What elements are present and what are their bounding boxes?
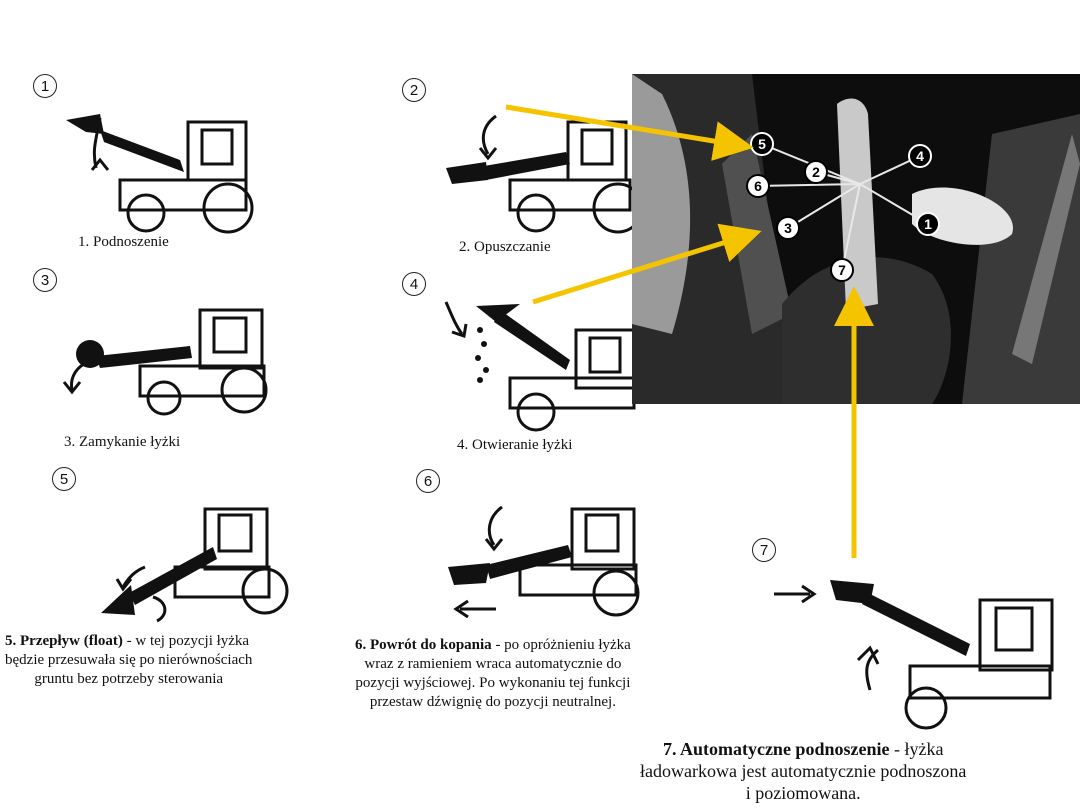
joystick-label-1: 1 — [924, 216, 932, 232]
caption-6: 6. Powrót do kopania - po opróżnieniu ły… — [355, 636, 631, 712]
step-number-7: 7 — [752, 538, 776, 562]
caption-5: 5. Przepływ (float) - w tej pozycji łyżk… — [5, 632, 252, 689]
caption-6-desc3: pozycji wyjściowej. Po wykonaniu tej fun… — [355, 675, 631, 691]
caption-7: 7. Automatyczne podnoszenie - łyżka łado… — [640, 738, 966, 804]
caption-6-title: 6. Powrót do kopania — [355, 637, 492, 653]
lift-illustration — [66, 114, 254, 234]
caption-7-desc3: i poziomowana. — [745, 783, 861, 803]
caption-4: 4. Otwieranie łyżki — [457, 437, 573, 453]
joystick-label-4: 4 — [916, 148, 924, 164]
caption-3: 3. Zamykanie łyżki — [64, 434, 181, 450]
auto-lift-illustration — [774, 580, 1054, 730]
caption-5-title: 5. Przepływ (float) — [5, 633, 123, 649]
joystick-label-5: 5 — [758, 136, 766, 152]
caption-2: 2. Opuszczanie — [459, 239, 551, 255]
caption-7-title: 7. Automatyczne podnoszenie — [662, 739, 890, 759]
step-number-4: 4 — [402, 272, 426, 296]
step-number-2: 2 — [402, 78, 426, 102]
joystick-label-2: 2 — [812, 164, 820, 180]
caption-6-desc2: wraz z ramieniem wraca automatycznie do — [364, 656, 622, 672]
caption-6-desc1: - po opróżnieniu łyżka — [491, 637, 631, 653]
step-number-5: 5 — [52, 467, 76, 491]
close-bucket-illustration — [62, 308, 268, 416]
step-number-3: 3 — [33, 268, 57, 292]
joystick-label-6: 6 — [754, 178, 762, 194]
lower-illustration — [446, 114, 644, 234]
caption-5-desc3: gruntu bez potrzeby sterowania — [34, 671, 224, 687]
step-number-6: 6 — [416, 469, 440, 493]
joystick-photo: 5 2 4 6 1 3 7 — [632, 74, 1080, 404]
joystick-label-3: 3 — [784, 220, 792, 236]
caption-5-desc2: będzie przesuwała się po nierównościach — [5, 652, 253, 668]
return-to-dig-illustration — [448, 505, 640, 619]
caption-5-desc1: - w tej pozycji łyżka — [122, 633, 250, 649]
joystick-label-7: 7 — [838, 262, 846, 278]
caption-6-desc4: przestaw dźwignię do pozycji neutralnej. — [369, 694, 616, 710]
float-illustration — [101, 507, 289, 623]
caption-7-desc2: ładowarkowa jest automatycznie podnoszon… — [640, 761, 967, 781]
caption-7-desc1: - łyżka — [889, 739, 944, 759]
open-bucket-illustration — [444, 301, 636, 432]
step-number-1: 1 — [33, 74, 57, 98]
caption-1: 1. Podnoszenie — [78, 234, 169, 250]
